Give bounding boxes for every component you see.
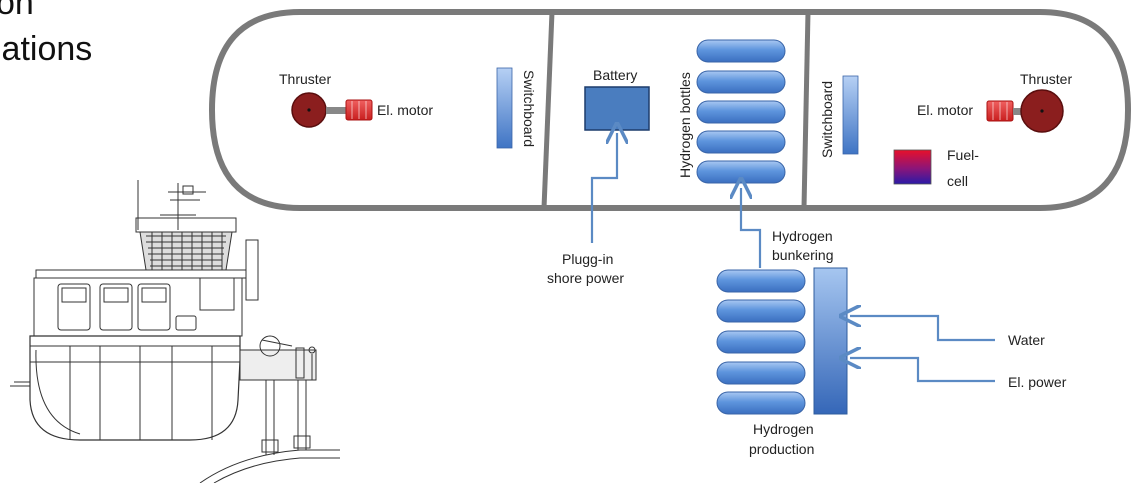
battery-icon xyxy=(584,86,650,131)
right-motor-label: El. motor xyxy=(917,102,973,118)
production-label-2: production xyxy=(749,441,814,457)
left-switchboard-icon xyxy=(496,67,513,149)
electrolyser-icon xyxy=(813,267,848,415)
right-shaft xyxy=(1013,108,1023,115)
water-input-line xyxy=(850,316,995,342)
right-switchboard-icon xyxy=(842,75,859,155)
left-motor-label: El. motor xyxy=(377,102,433,118)
fuel-cell-icon xyxy=(893,149,932,185)
shore-power-label-1: Plugg-in xyxy=(562,251,613,267)
shore-power-line xyxy=(590,133,617,243)
hull-bulkhead-right xyxy=(801,11,811,209)
bunkering-label-1: Hydrogen xyxy=(772,228,833,244)
right-switchboard-label: Switchboard xyxy=(819,81,835,158)
ferry-cross-section-drawing xyxy=(10,180,340,483)
slide-title-fragment-1: on xyxy=(0,0,34,22)
battery-label: Battery xyxy=(593,67,637,83)
fuel-cell-label-1: Fuel- xyxy=(947,147,979,163)
left-thruster-hub xyxy=(307,108,311,112)
hydrogen-bottles-stack xyxy=(696,39,786,184)
fuel-cell-label-2: cell xyxy=(947,173,968,189)
water-label: Water xyxy=(1008,332,1045,348)
production-label-1: Hydrogen xyxy=(753,421,814,437)
left-shaft xyxy=(326,107,346,114)
shore-power-label-2: shore power xyxy=(547,270,624,286)
left-thruster-label: Thruster xyxy=(279,71,331,87)
hull-bulkhead-left xyxy=(541,11,555,209)
production-bottles-stack xyxy=(716,269,806,415)
right-thruster-hub xyxy=(1040,109,1044,113)
slide-title-fragment-2: lations xyxy=(0,30,92,68)
bunkering-label-2: bunkering xyxy=(772,247,834,263)
right-thruster-label: Thruster xyxy=(1020,71,1072,87)
hydrogen-bottles-label: Hydrogen bottles xyxy=(677,72,693,178)
el-power-input-line xyxy=(850,358,995,383)
el-power-label: El. power xyxy=(1008,374,1067,390)
ferry-hull-outline xyxy=(208,9,1132,211)
left-switchboard-label: Switchboard xyxy=(521,70,537,147)
bunkering-line xyxy=(741,188,762,268)
